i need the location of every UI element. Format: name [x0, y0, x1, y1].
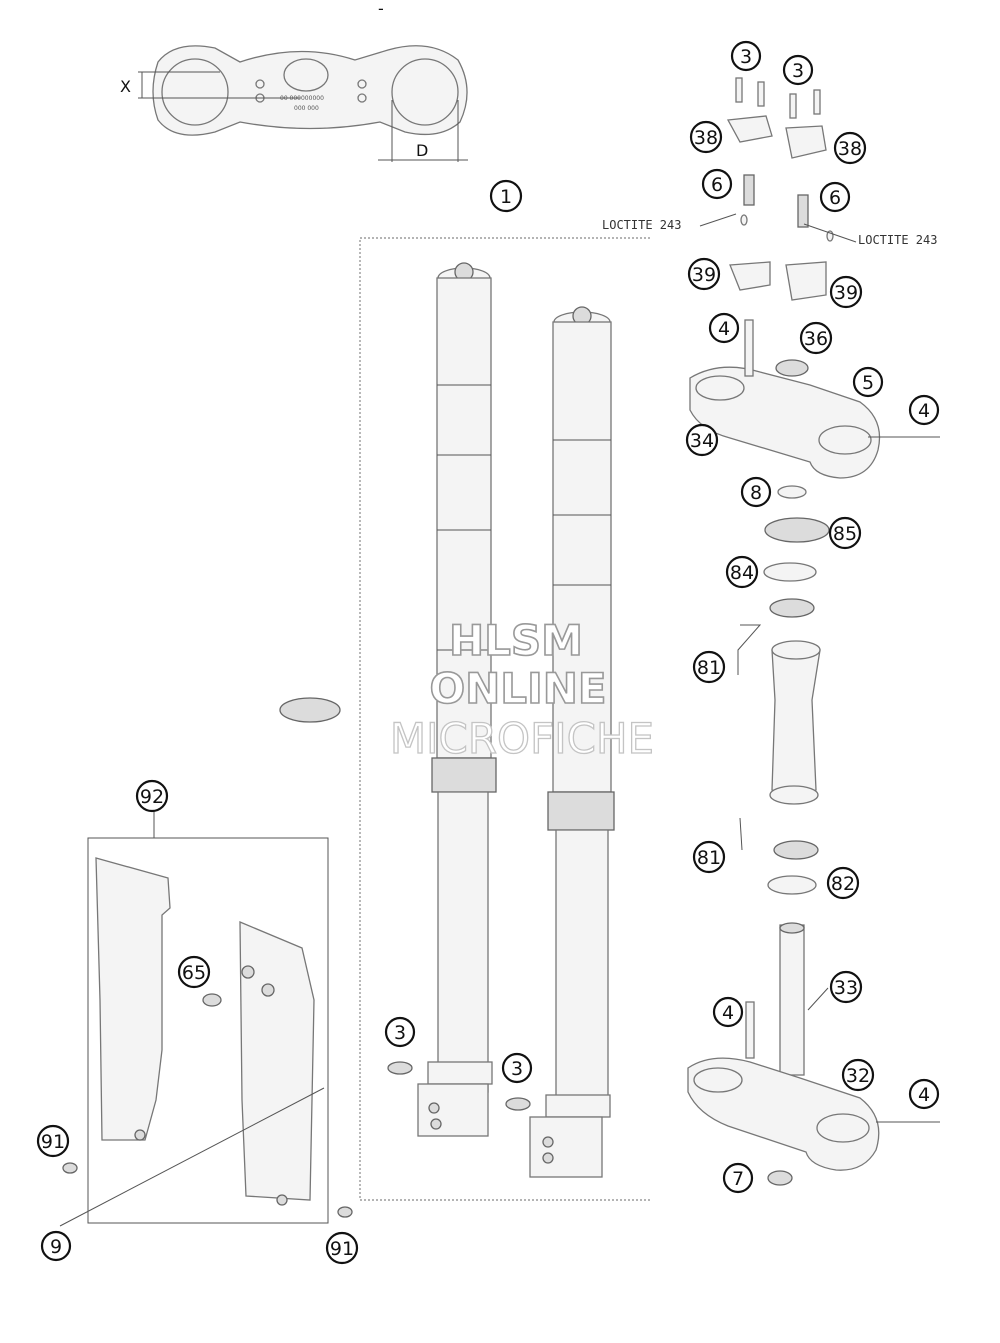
fork-guard-bracket [87, 837, 329, 1224]
callout-9: 9 [40, 1230, 72, 1262]
svg-text:39: 39 [692, 264, 716, 286]
svg-text:8: 8 [750, 482, 762, 504]
callout-85: 85 [828, 516, 862, 550]
loctite-right-label: LOCTITE 243 [858, 233, 937, 247]
svg-text:6: 6 [829, 187, 841, 209]
callout-81: 81 [692, 650, 726, 684]
svg-text:4: 4 [718, 318, 730, 340]
svg-text:81: 81 [697, 657, 721, 679]
triple-clamp-detail: 00 000000000 000 000 X D [120, 45, 468, 162]
svg-text:3: 3 [740, 46, 752, 68]
clamp-marking-1: 00 000000000 [280, 95, 324, 102]
svg-text:3: 3 [792, 60, 804, 82]
callout-33: 33 [829, 970, 863, 1004]
svg-text:91: 91 [330, 1238, 354, 1260]
svg-text:5: 5 [862, 372, 874, 394]
right-fork-leg [529, 306, 615, 1178]
watermark-line-1: HLSM [449, 616, 583, 665]
fork-guards [62, 857, 353, 1218]
callout-82: 82 [826, 866, 860, 900]
callout-32: 32 [841, 1058, 875, 1092]
svg-text:81: 81 [697, 847, 721, 869]
svg-text:85: 85 [833, 523, 857, 545]
callout-5: 5 [852, 366, 884, 398]
callout-4: 4 [712, 996, 744, 1028]
top-mark: - [378, 0, 384, 18]
svg-text:3: 3 [394, 1022, 406, 1044]
callout-36: 36 [799, 321, 833, 355]
callout-6: 6 [701, 168, 733, 200]
svg-text:1: 1 [500, 186, 512, 208]
svg-text:32: 32 [846, 1065, 870, 1087]
callout-92: 92 [135, 779, 169, 813]
svg-text:4: 4 [918, 400, 930, 422]
callout-84: 84 [725, 555, 759, 589]
axle-clamp-screws [387, 1061, 531, 1111]
watermark-line-3: MICROFICHE [390, 714, 654, 763]
loose-seal-ring [279, 697, 341, 723]
svg-text:9: 9 [50, 1236, 62, 1258]
svg-text:65: 65 [182, 962, 206, 984]
callout-34: 34 [685, 423, 719, 457]
svg-text:3: 3 [511, 1058, 523, 1080]
callout-3: 3 [384, 1016, 416, 1048]
svg-text:39: 39 [834, 282, 858, 304]
callout-3: 3 [782, 54, 814, 86]
svg-text:34: 34 [690, 430, 714, 452]
callout-4: 4 [908, 1078, 940, 1110]
svg-text:84: 84 [730, 562, 754, 584]
callout-38: 38 [689, 120, 723, 154]
svg-text:4: 4 [918, 1084, 930, 1106]
callout-39: 39 [687, 257, 721, 291]
loctite-left-label: LOCTITE 243 [602, 218, 681, 232]
steering-parts: LOCTITE 243 LOCTITE 243 [602, 77, 937, 1186]
callout-1: 1 [489, 179, 523, 213]
svg-text:33: 33 [834, 977, 858, 999]
clamp-marking-2: 000 000 [294, 105, 319, 112]
callout-3: 3 [501, 1052, 533, 1084]
callout-4: 4 [708, 312, 740, 344]
dimension-d-label: D [416, 141, 428, 160]
svg-text:6: 6 [711, 174, 723, 196]
callout-3: 3 [730, 40, 762, 72]
callout-91: 91 [36, 1124, 70, 1158]
svg-text:36: 36 [804, 328, 828, 350]
left-fork-leg [417, 262, 497, 1137]
callout-91: 91 [325, 1231, 359, 1265]
callout-65: 65 [177, 955, 211, 989]
leader-lines [59, 213, 940, 1227]
callout-7: 7 [722, 1162, 754, 1194]
svg-text:38: 38 [694, 127, 718, 149]
svg-text:7: 7 [732, 1168, 744, 1190]
svg-text:82: 82 [831, 873, 855, 895]
watermark: HLSM ONLINE MICROFICHE [389, 615, 654, 763]
svg-text:38: 38 [838, 138, 862, 160]
watermark-line-2: ONLINE [429, 664, 606, 713]
callout-6: 6 [819, 181, 851, 213]
dimension-x-label: X [120, 77, 131, 96]
callout-8: 8 [740, 476, 772, 508]
fork-bracket [359, 237, 652, 1201]
callout-38: 38 [833, 131, 867, 165]
svg-text:4: 4 [722, 1002, 734, 1024]
callout-39: 39 [829, 275, 863, 309]
callout-81: 81 [692, 840, 726, 874]
svg-text:91: 91 [41, 1131, 65, 1153]
callout-4: 4 [908, 394, 940, 426]
svg-text:92: 92 [140, 786, 164, 808]
